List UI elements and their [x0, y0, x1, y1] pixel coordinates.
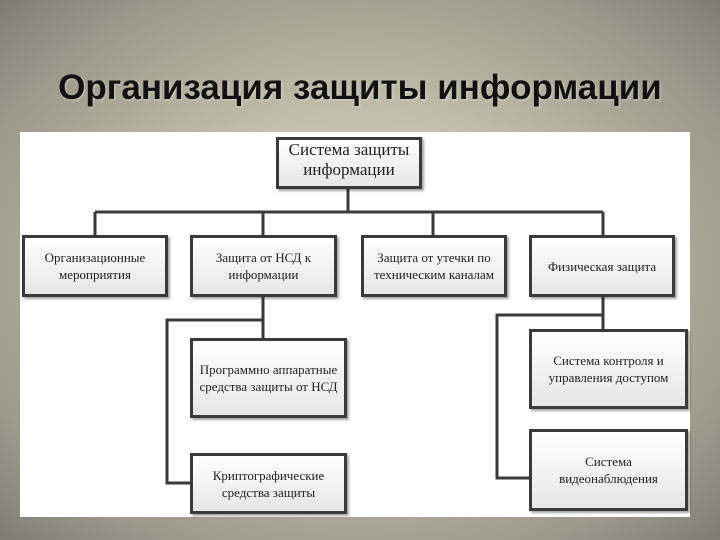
- box-organizational: Организационные мероприятия: [22, 235, 168, 297]
- slide-title: Организация защиты информации: [58, 68, 662, 107]
- box-nsd-protection: Защита от НСД к информации: [190, 235, 337, 297]
- box-label: Программно аппаратные средства защиты от…: [199, 362, 338, 394]
- box-leak-protection: Защита от утечки по техническим каналам: [361, 235, 507, 297]
- box-label: Физическая защита: [547, 258, 657, 274]
- box-label: Система контроля и управления доступом: [548, 353, 669, 385]
- box-label: Защита от утечки по техническим каналам: [373, 250, 495, 282]
- nsd-connector: [165, 296, 265, 485]
- box-video-surveillance: Система видеонаблюдения: [529, 429, 688, 511]
- physical-connector: [495, 296, 605, 480]
- root-box: Система защиты информации: [276, 137, 422, 189]
- root-label: Система защиты информации: [288, 140, 410, 179]
- box-physical-protection: Физическая защита: [529, 235, 675, 297]
- box-label: Система видеонаблюдения: [559, 454, 658, 486]
- box-label: Защита от НСД к информации: [215, 250, 312, 282]
- box-access-control: Система контроля и управления доступом: [529, 329, 688, 409]
- box-hw-sw-tools: Программно аппаратные средства защиты от…: [190, 338, 347, 418]
- box-label: Криптографические средства защиты: [212, 467, 325, 500]
- box-crypto-tools: Криптографические средства защиты: [190, 453, 347, 514]
- box-label: Организационные мероприятия: [44, 250, 146, 282]
